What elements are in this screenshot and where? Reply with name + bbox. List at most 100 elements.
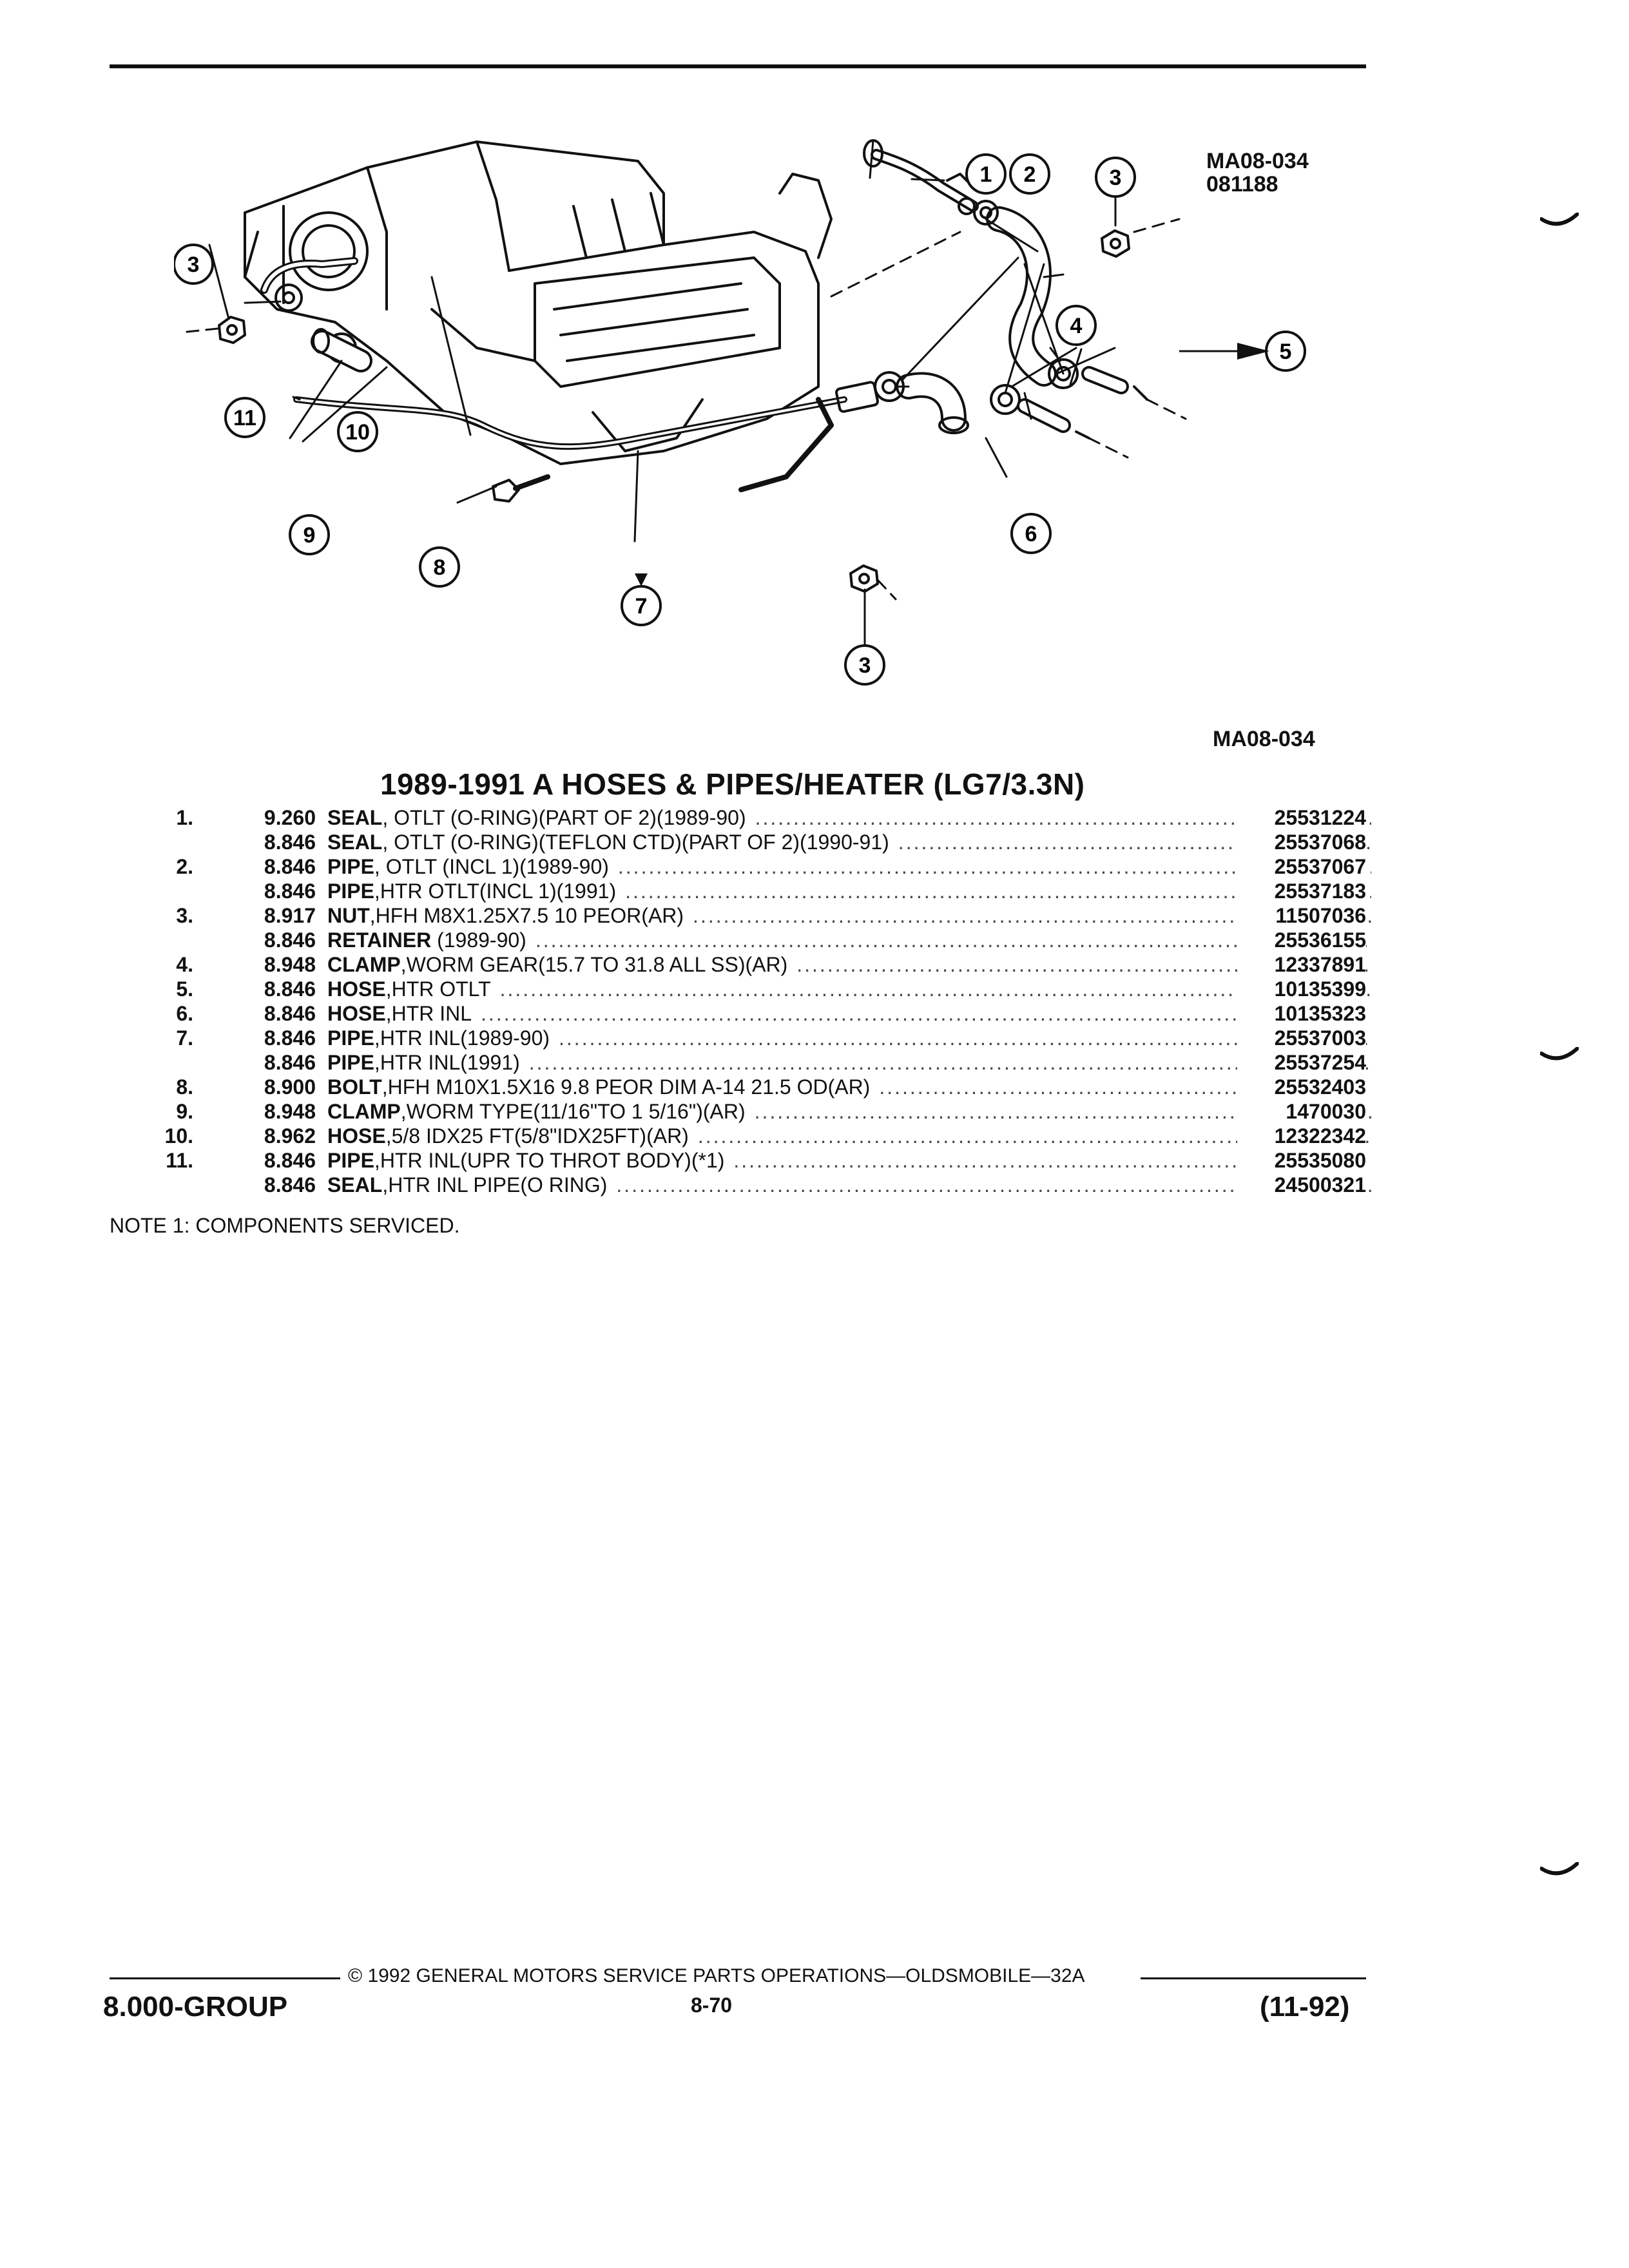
part-description: CLAMP,WORM GEAR(15.7 TO 31.8 ALL SS)(AR)…	[327, 953, 1371, 976]
part-name: NUT	[327, 904, 370, 927]
part-detail: ,WORM TYPE(11/16"TO 1 5/16")(AR)	[400, 1100, 746, 1123]
part-name: SEAL	[327, 1173, 383, 1196]
part-name: CLAMP	[327, 1100, 401, 1123]
parts-row: 1. 9.260 SEAL, OTLT (O-RING)(PART OF 2)(…	[155, 805, 1371, 830]
callout-2-label: 2	[1024, 162, 1036, 187]
callout-3-left: 3	[174, 244, 214, 285]
part-detail: , OTLT (O-RING)(PART OF 2)(1989-90)	[382, 806, 746, 829]
part-number: 10135399	[1237, 977, 1366, 1001]
binder-mark-icon	[1540, 213, 1579, 226]
part-detail: ,HTR OTLT	[385, 977, 491, 1001]
part-number: 25537067	[1237, 854, 1366, 879]
group-code: 8.948	[264, 1100, 316, 1123]
parts-row: 11. 8.846 PIPE,HTR INL(UPR TO THROT BODY…	[155, 1148, 1371, 1173]
part-number: 24500321	[1237, 1173, 1366, 1197]
part-detail: , OTLT (O-RING)(TEFLON CTD)(PART OF 2)(1…	[382, 831, 889, 854]
part-detail: ,HTR OTLT(INCL 1)(1991)	[374, 879, 617, 903]
bulk-hose	[311, 328, 372, 372]
group-code: 8.846	[264, 1173, 316, 1196]
part-number: 1470030	[1237, 1099, 1366, 1124]
callout-1-label: 1	[980, 162, 992, 187]
heater-inlet-pipe	[293, 381, 879, 492]
item-number: 1.	[176, 806, 193, 829]
part-detail: ,HFH M8X1.25X7.5 10 PEOR(AR)	[369, 904, 684, 927]
group-code: 9.260	[264, 806, 316, 829]
copyright-line: © 1992 GENERAL MOTORS SERVICE PARTS OPER…	[348, 1965, 1085, 1986]
item-number: 5.	[176, 977, 193, 1001]
part-detail: (1989-90)	[437, 928, 526, 952]
part-name: SEAL	[327, 806, 383, 829]
part-detail: ,HFH M10X1.5X16 9.8 PEOR DIM A-14 21.5 O…	[381, 1075, 871, 1099]
revision-date: (11-92)	[1260, 1991, 1350, 2023]
part-name: PIPE	[327, 879, 374, 903]
part-name: HOSE	[327, 977, 386, 1001]
group-code: 8.962	[264, 1124, 316, 1148]
item-number: 4.	[176, 953, 193, 976]
part-detail: ,HTR INL	[385, 1002, 472, 1025]
parts-row: 7. 8.846 PIPE,HTR INL(1989-90)..........…	[155, 1026, 1371, 1050]
callout-10-label: 10	[345, 420, 370, 445]
callout-5-label: 5	[1280, 340, 1292, 364]
parts-row: 3. 8.917 NUT,HFH M8X1.25X7.5 10 PEOR(AR)…	[155, 903, 1371, 928]
part-description: NUT,HFH M8X1.25X7.5 10 PEOR(AR).........…	[327, 904, 1371, 927]
engine-block	[244, 140, 833, 465]
part-detail: ,5/8 IDX25 FT(5/8"IDX25FT)(AR)	[385, 1124, 689, 1148]
retainer-nuts	[218, 229, 1130, 593]
part-name: PIPE	[327, 1149, 374, 1172]
item-number: 3.	[176, 904, 193, 927]
figure-code-line1: MA08-034	[1206, 149, 1309, 173]
callout-11: 11	[224, 397, 265, 438]
group-code: 8.846	[264, 1051, 316, 1074]
group-code: 8.846	[264, 928, 316, 952]
part-name: SEAL	[327, 831, 383, 854]
section-title: 1989-1991 A HOSES & PIPES/HEATER (LG7/3.…	[380, 767, 1085, 801]
part-description: SEAL,HTR INL PIPE(O RING)...............…	[327, 1173, 1371, 1196]
callout-2: 2	[1009, 153, 1050, 195]
part-description: SEAL, OTLT (O-RING)(TEFLON CTD)(PART OF …	[327, 831, 1371, 854]
top-rule	[110, 64, 1366, 68]
callout-3-left-label: 3	[188, 253, 200, 277]
callout-10: 10	[337, 411, 378, 452]
callout-11-label: 11	[233, 406, 256, 430]
part-detail: ,HTR INL(UPR TO THROT BODY)(*1)	[374, 1149, 725, 1172]
part-number: 25537003	[1237, 1026, 1366, 1050]
part-name: HOSE	[327, 1124, 386, 1148]
callout-9: 9	[289, 514, 330, 555]
part-number: 25537068	[1237, 830, 1366, 854]
callout-4-label: 4	[1070, 314, 1083, 338]
callout-4: 4	[1055, 305, 1097, 346]
parts-row: 8.846 PIPE,HTR OTLT(INCL 1)(1991).......…	[155, 879, 1371, 903]
item-number: 2.	[176, 855, 193, 878]
part-name: HOSE	[327, 1002, 386, 1025]
page-number: 8-70	[691, 1994, 733, 2017]
part-detail: ,WORM GEAR(15.7 TO 31.8 ALL SS)(AR)	[400, 953, 788, 976]
parts-row: 4. 8.948 CLAMP,WORM GEAR(15.7 TO 31.8 AL…	[155, 952, 1371, 977]
callout-9-label: 9	[304, 523, 316, 548]
part-detail: , OTLT (INCL 1)(1989-90)	[374, 855, 609, 878]
item-number: 11.	[166, 1149, 193, 1172]
item-number: 7.	[176, 1026, 193, 1050]
footnote: NOTE 1: COMPONENTS SERVICED.	[110, 1214, 460, 1237]
part-description: PIPE,HTR INL(UPR TO THROT BODY)(*1).....…	[327, 1149, 1371, 1172]
heater-outlet-pipe	[863, 139, 979, 212]
parts-row: 8.846 RETAINER (1989-90)................…	[155, 928, 1371, 952]
callout-3-bottom: 3	[844, 644, 885, 686]
item-number: 9.	[176, 1100, 193, 1123]
part-name: BOLT	[327, 1075, 382, 1099]
group-code: 8.846	[264, 1002, 316, 1025]
parts-row: 8. 8.900 BOLT,HFH M10X1.5X16 9.8 PEOR DI…	[155, 1075, 1371, 1099]
figure-code-line2: 081188	[1206, 172, 1278, 197]
figure-code: MA08-034 081188	[1206, 149, 1309, 196]
part-detail: ,HTR INL(1989-90)	[374, 1026, 550, 1050]
part-description: CLAMP,WORM TYPE(11/16"TO 1 5/16")(AR)...…	[327, 1100, 1371, 1123]
binder-mark-icon	[1540, 1047, 1579, 1061]
group-code: 8.948	[264, 953, 316, 976]
hose-clamps	[275, 197, 1079, 415]
part-number: 25535080	[1237, 1148, 1366, 1173]
callout-6-label: 6	[1025, 522, 1037, 546]
parts-row: 9. 8.948 CLAMP,WORM TYPE(11/16"TO 1 5/16…	[155, 1099, 1371, 1124]
pipe-ends	[1017, 366, 1148, 439]
leader-lines	[208, 139, 1117, 646]
group-label: 8.000-GROUP	[103, 1991, 288, 2023]
group-code: 8.846	[264, 879, 316, 903]
